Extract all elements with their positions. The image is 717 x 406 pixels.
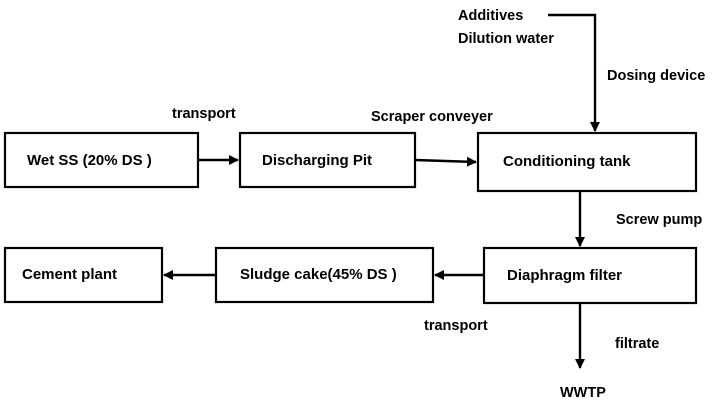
label-filtrate: filtrate bbox=[615, 336, 659, 352]
node-discharging-pit-box bbox=[238, 131, 417, 189]
node-conditioning-tank-box bbox=[476, 131, 698, 193]
label-scraper-conveyer: Scraper conveyer bbox=[371, 109, 493, 125]
label-transport-bottom: transport bbox=[424, 318, 488, 334]
node-wet-ss-label: Wet SS (20% DS ) bbox=[27, 152, 152, 169]
node-sludge-cake-box bbox=[214, 246, 435, 304]
label-transport-top: transport bbox=[172, 106, 236, 122]
node-conditioning-tank-label: Conditioning tank bbox=[503, 153, 631, 170]
node-sludge-cake-label: Sludge cake(45% DS ) bbox=[240, 266, 397, 283]
node-discharging-pit: Discharging Pit bbox=[238, 131, 417, 189]
node-discharging-pit-label: Discharging Pit bbox=[262, 152, 372, 169]
label-dilution-water: Dilution water bbox=[458, 31, 554, 47]
node-wet-ss: Wet SS (20% DS ) bbox=[3, 131, 200, 189]
label-screw-pump: Screw pump bbox=[616, 212, 702, 228]
node-diaphragm-filter-box bbox=[482, 246, 698, 305]
node-diaphragm-filter-label: Diaphragm filter bbox=[507, 267, 622, 284]
node-diaphragm-filter: Diaphragm filter bbox=[482, 246, 698, 305]
node-conditioning-tank: Conditioning tank bbox=[476, 131, 698, 193]
label-dosing-device: Dosing device bbox=[607, 68, 705, 84]
arrow-discharging-pit-to-conditioning-tank bbox=[414, 156, 477, 167]
label-additives: Additives bbox=[458, 8, 523, 24]
label-wwtp: WWTP bbox=[560, 385, 606, 401]
node-sludge-cake: Sludge cake(45% DS ) bbox=[214, 246, 435, 304]
node-cement-plant-label: Cement plant bbox=[22, 266, 117, 283]
node-cement-plant: Cement plant bbox=[3, 246, 164, 304]
arrow-additives-to-conditioning-tank bbox=[548, 13, 600, 132]
node-cement-plant-box bbox=[3, 246, 164, 304]
node-wet-ss-box bbox=[3, 131, 200, 189]
